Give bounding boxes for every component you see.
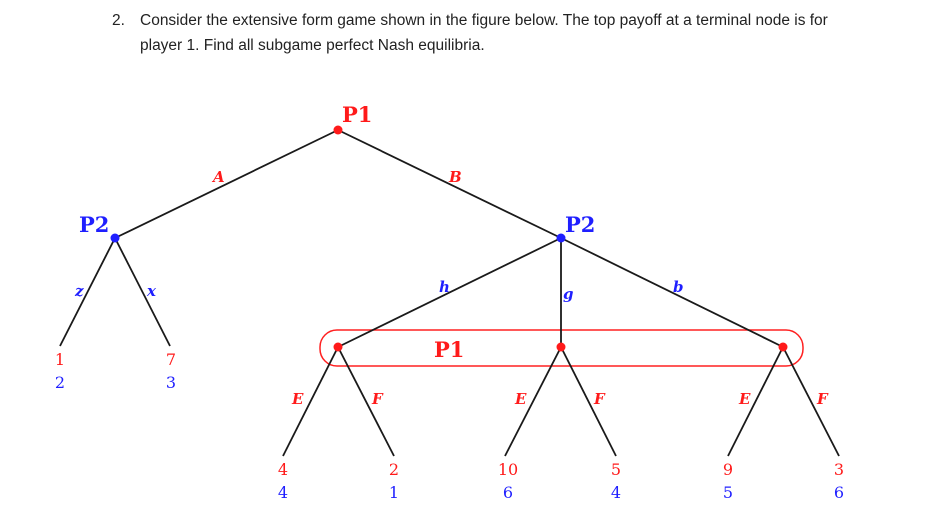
label-left-p2: P2 [79,212,109,237]
action-x: x [146,282,157,300]
edge-F-3 [782,346,840,457]
question-line-2: player 1. Find all subgame perfect Nash … [140,37,485,54]
action-E-1: E [291,390,304,408]
action-F-3: F [816,390,829,408]
payoff-p1: 10 [498,460,518,479]
payoff-p1: 5 [611,460,621,479]
payoff-p2: 3 [166,373,176,392]
edge-F-2 [560,346,617,457]
question-line-1: Consider the extensive form game shown i… [140,12,828,29]
label-root-player: P1 [342,102,372,127]
edge-B [337,129,562,239]
edge-b [560,237,784,348]
payoff-p2: 6 [503,483,513,502]
edge-z [59,237,116,347]
node-p2-right [556,233,566,243]
edge-E-2 [504,346,562,457]
info-node-1 [333,342,343,352]
action-A: A [211,168,225,186]
edge-F-1 [337,346,395,457]
payoff-p2: 1 [389,483,399,502]
edge-E-1 [282,346,339,457]
edge-h [337,237,562,348]
info-node-2 [556,342,566,352]
payoff-p1: 2 [389,460,399,479]
action-B: B [448,168,462,186]
edge-A [114,129,339,239]
question-text: 2. Consider the extensive form game show… [112,8,912,58]
node-p2-left [110,233,120,243]
payoff-p1: 4 [278,460,288,479]
payoff-p2: 4 [611,483,621,502]
payoff-p1: 7 [166,350,176,369]
action-F-2: F [593,390,606,408]
action-E-2: E [514,390,527,408]
payoff-p1: 9 [723,460,733,479]
edge-E-3 [727,346,784,457]
info-node-3 [778,342,788,352]
action-z: z [74,282,84,300]
payoff-p2: 5 [723,483,733,502]
action-g: g [563,285,574,303]
action-b: b [673,278,684,296]
label-info-set-player: P1 [434,337,464,362]
payoff-p1: 3 [834,460,844,479]
edge-x [114,237,171,347]
action-F-1: F [371,390,384,408]
question-number: 2. [112,12,125,29]
payoff-p2: 4 [278,483,288,502]
label-right-p2: P2 [565,212,595,237]
root-node-p1 [333,125,343,135]
action-E-3: E [738,390,751,408]
payoff-p2: 6 [834,483,844,502]
payoff-p2: 2 [55,373,65,392]
payoff-p1: 1 [55,350,65,369]
action-h: h [439,278,450,296]
